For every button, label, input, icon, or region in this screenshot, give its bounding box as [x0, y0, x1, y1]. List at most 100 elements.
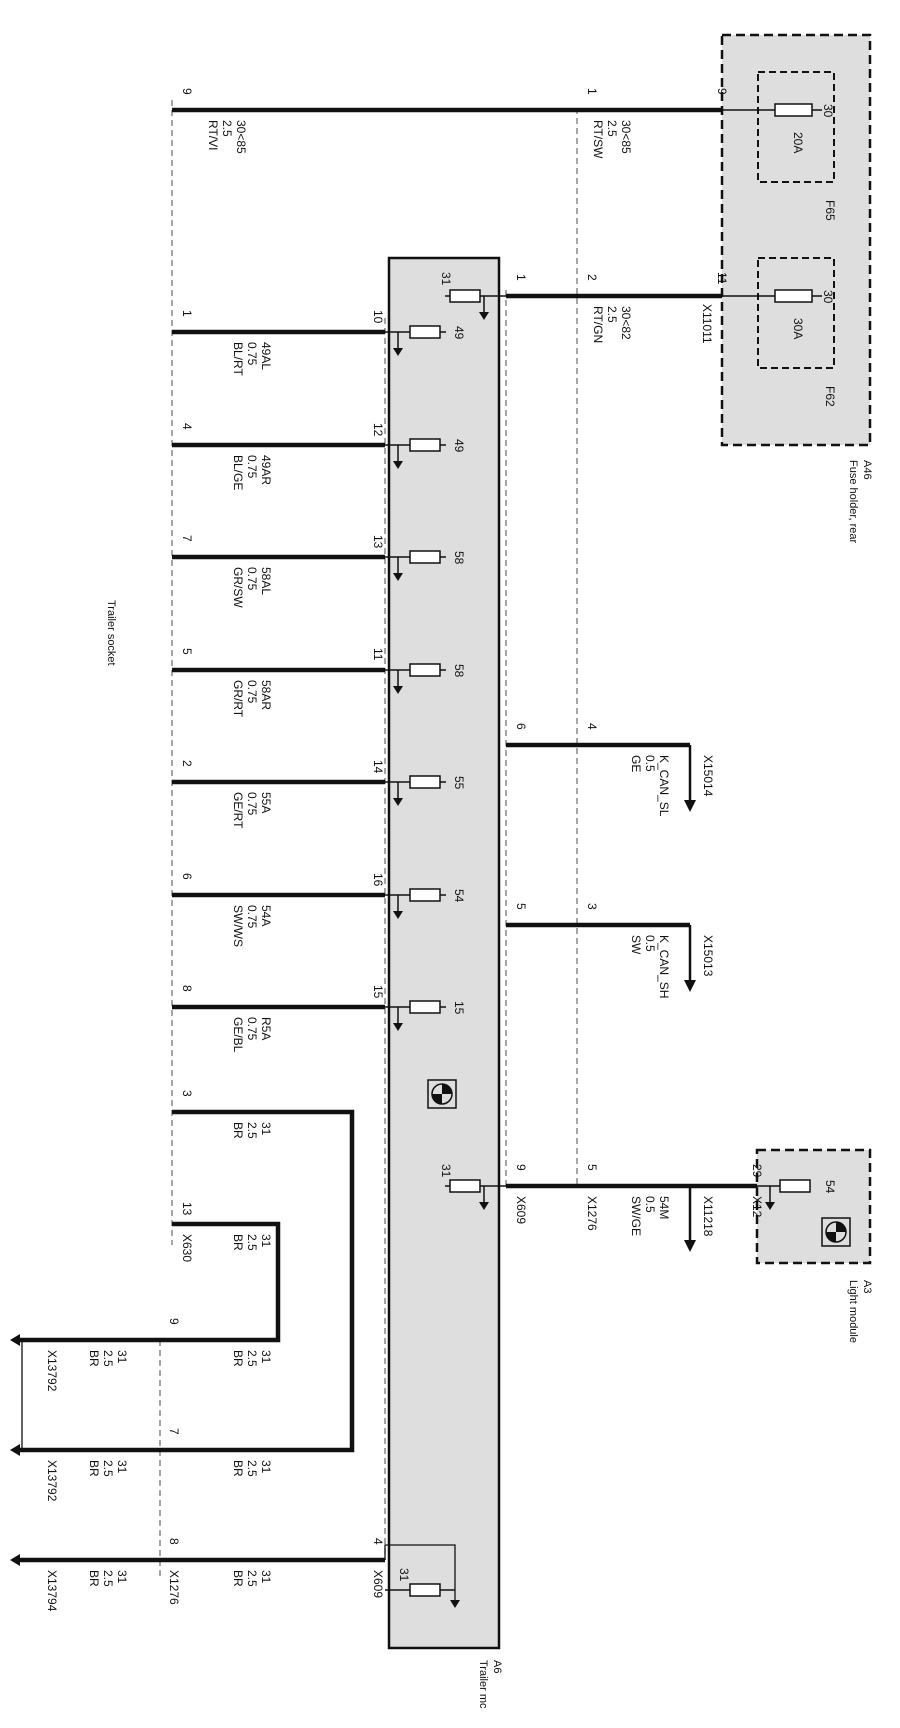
wire-signal: 31: [115, 1460, 129, 1474]
wire-color: SW: [629, 935, 643, 955]
wire-color: BR: [231, 1122, 245, 1139]
wire-color: GE/BL: [231, 1017, 245, 1053]
module-pin: 14: [371, 760, 385, 774]
upper-wire-1: 1 30<85 2.5 RT/SW 9 30<85 2.5 RT/VI: [172, 88, 722, 159]
resistor: [409, 775, 441, 789]
ground-arrow: [393, 911, 403, 919]
fuse-terminal: 30: [821, 290, 835, 304]
socket-size: 2.5: [220, 120, 234, 137]
output-wire-6: 54 16 6 54A 0.75 SW/WS: [172, 873, 466, 947]
wire-color: RT/GN: [591, 306, 605, 343]
x1276-pin: 9: [167, 1318, 181, 1325]
module-terminal: 58: [452, 664, 466, 678]
trailer-module-name: Trailer mc: [477, 1660, 489, 1709]
fuse-pin: 11: [715, 272, 729, 285]
wire-signal: 30<85: [619, 120, 633, 154]
trailer-module-logo-icon: [427, 1079, 457, 1109]
logo-frame: [821, 1217, 851, 1247]
fuse-f62-box: [757, 257, 835, 369]
socket-pin: 9: [180, 88, 194, 95]
socket-pin: 4: [180, 423, 194, 430]
ground-arrow: [393, 1023, 403, 1031]
light-wire: 9 X609 5 X1276 54M 0.5 SW/GE X11218 X12: [506, 1164, 764, 1252]
wire: [384, 1544, 456, 1600]
logo-quadrants: [826, 1222, 846, 1242]
output-wire-3: 58 13 7 58AL 0.75 GR/SW: [172, 535, 466, 608]
resistor: [409, 325, 441, 339]
fuse-id: F65: [823, 200, 837, 221]
x1276-connector: X1276: [585, 1196, 599, 1231]
wire-color: BL/RT: [231, 342, 245, 376]
module-pin: 16: [371, 873, 385, 887]
ground-wire-x13792-a: 9 X13792 31 2.5 BR 31 2.5 BR: [10, 1318, 273, 1392]
wire-color: BR: [87, 1460, 101, 1477]
x1276-pin: 3: [585, 903, 599, 910]
ground-arrow: [393, 461, 403, 469]
ground-arrow: [450, 1600, 460, 1608]
module-connector: X609: [514, 1196, 528, 1224]
wire-size: 0.75: [245, 1017, 259, 1041]
module-terminal: 54: [452, 889, 466, 903]
wire: [160, 1109, 355, 1453]
socket-color: RT/VI: [206, 120, 220, 150]
wire-signal: 49AR: [259, 455, 273, 485]
fuse-connector: X11011: [700, 304, 714, 344]
wire-color: BR: [87, 1350, 101, 1367]
logo-quadrants: [432, 1084, 452, 1104]
resistor: [409, 663, 441, 677]
arrow-left: [10, 1554, 20, 1566]
wire: [160, 1221, 281, 1343]
x1276-connector: X1276: [167, 1570, 181, 1605]
wire-size: 0.75: [245, 905, 259, 929]
resistor: [779, 1179, 811, 1193]
wire-color: BR: [231, 1234, 245, 1251]
wire-color: SW/WS: [231, 905, 245, 947]
can-wire-sh: 5 3 X15013 K_CAN_SH 0.5 SW: [506, 903, 715, 998]
x1276-pin: 2: [585, 274, 599, 281]
module-pin: 4: [371, 1538, 385, 1545]
upper-wire-2: 2 1 30<82 2.5 RT/GN: [506, 274, 722, 343]
output-wire-7: 15 15 8 R5A 0.75 GE/BL: [172, 985, 466, 1053]
resistor: [409, 1583, 441, 1597]
fuse-holder-id: A46: [861, 460, 873, 480]
light-module-id: A3: [861, 1280, 873, 1293]
right-color: BR: [231, 1570, 245, 1587]
trailer-module-box: [387, 256, 501, 1650]
arrow-left: [10, 1444, 20, 1456]
logo-frame: [427, 1079, 457, 1109]
right-size: 2.5: [245, 1570, 259, 1587]
module-connector: X609: [371, 1570, 385, 1598]
module-pin: 5: [514, 903, 528, 910]
fuse-rating: 30A: [791, 318, 805, 339]
module-pin: 15: [371, 985, 385, 999]
wire-size: 2.5: [245, 1234, 259, 1251]
socket-connector: X630: [180, 1234, 194, 1262]
socket-pin: 2: [180, 760, 194, 767]
wire-size: 2.5: [605, 306, 619, 323]
module-terminal: 55: [452, 776, 466, 790]
wire-size: 0.75: [245, 455, 259, 479]
right-size: 2.5: [245, 1350, 259, 1367]
ground-arrow: [765, 1202, 775, 1210]
arrow-down: [684, 980, 696, 992]
wire-signal: 58AL: [259, 567, 273, 595]
light-module-box: [755, 1148, 872, 1265]
ground-terminal: 31: [439, 1164, 453, 1178]
ground-wire-socket-13: 13 X630 31 2.5 BR: [160, 1202, 281, 1343]
fuse-f65: 30 20A F65 9: [715, 88, 837, 221]
arrow-left: [10, 1334, 20, 1346]
wire-signal: 55A: [259, 792, 273, 813]
fuse-f65-box: [757, 71, 835, 183]
fuse-holder-name: Fuse holder, rear: [847, 460, 859, 543]
socket-pin: 13: [180, 1202, 194, 1216]
wire-signal: 54A: [259, 905, 273, 926]
wire-signal: 31: [259, 1234, 273, 1248]
socket-pin: 8: [180, 985, 194, 992]
module-pin: 9: [514, 1164, 528, 1171]
x1276-pin: 7: [167, 1428, 181, 1435]
fuse-holder-box: [720, 33, 872, 447]
right-size: 2.5: [245, 1460, 259, 1477]
right-color: BR: [231, 1350, 245, 1367]
